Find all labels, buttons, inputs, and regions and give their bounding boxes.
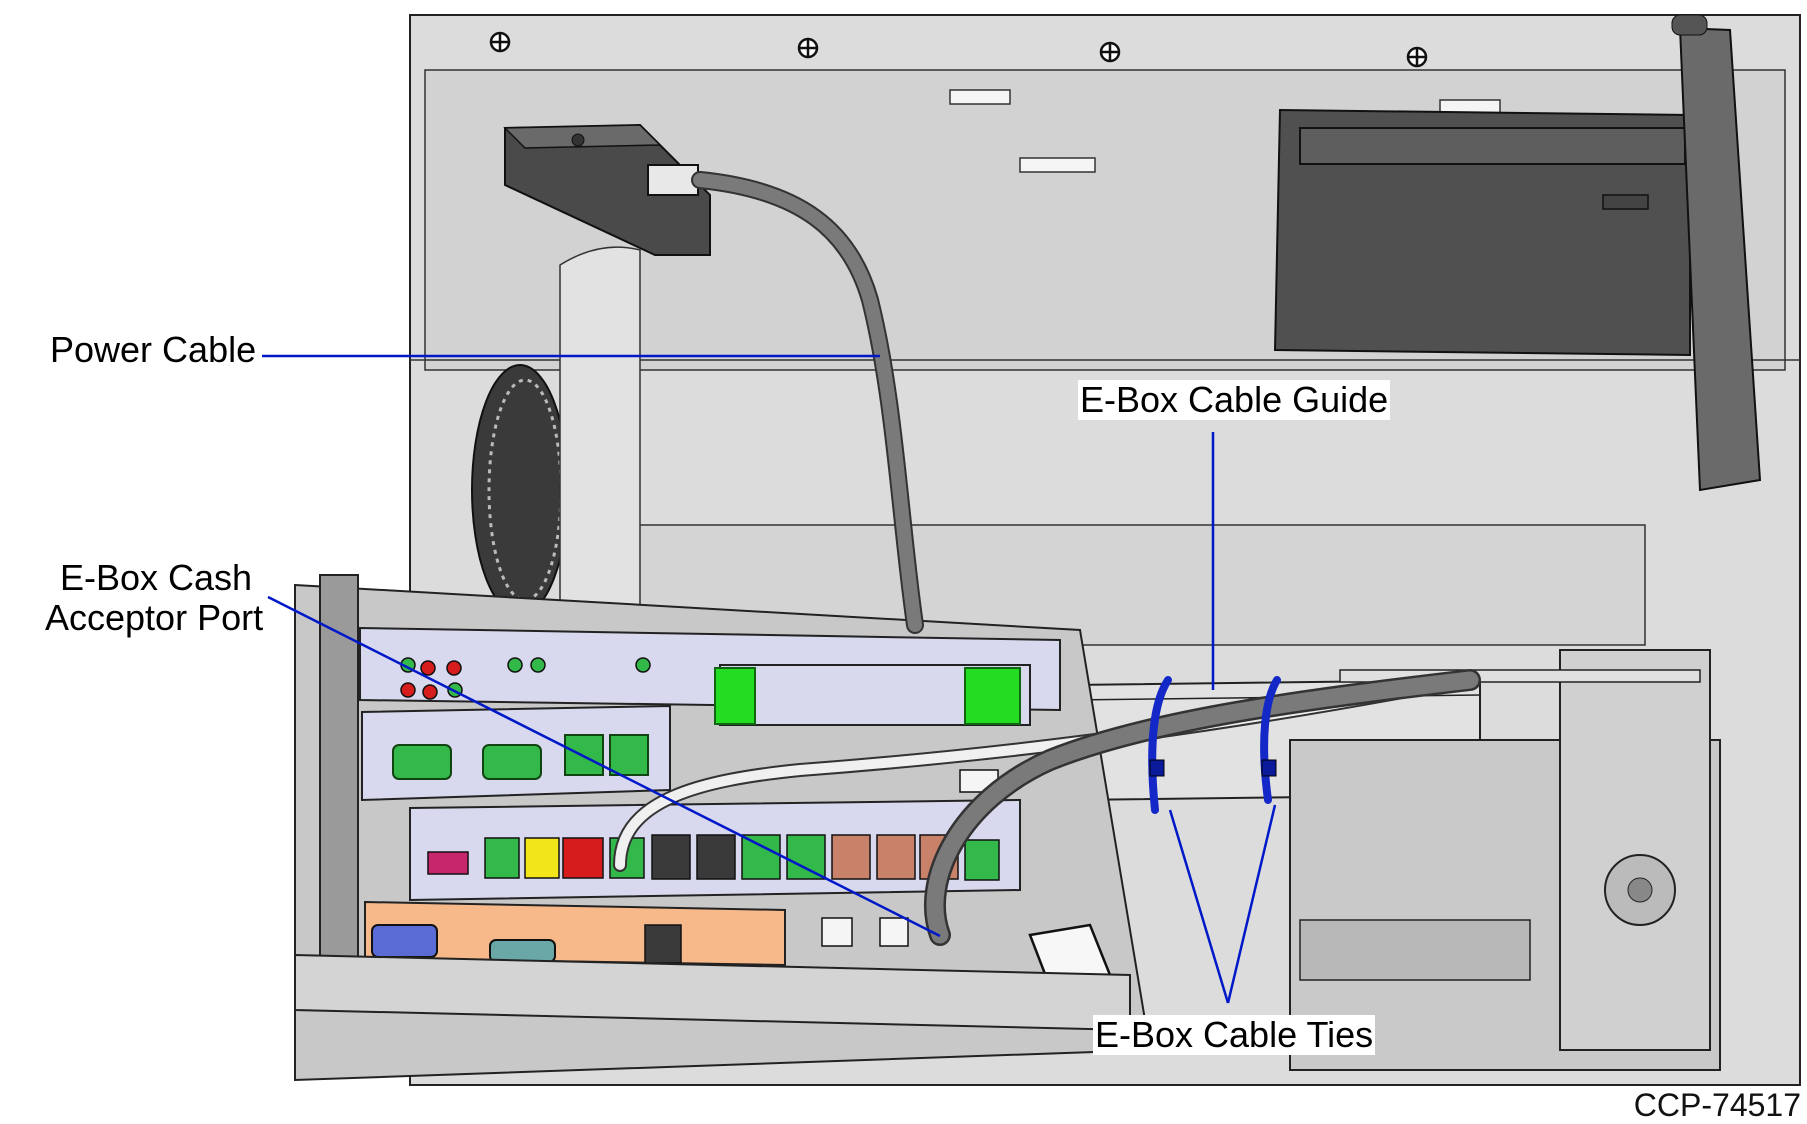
optical-drive <box>1273 108 1691 357</box>
vga-port-blue <box>371 924 438 958</box>
port-green-c <box>786 834 826 880</box>
lower-shelf <box>614 524 1646 646</box>
port-red <box>562 837 604 879</box>
status-leds <box>400 657 651 700</box>
small-connectors <box>821 769 999 947</box>
cable-guide-label: E-Box Cable Guide <box>1078 379 1391 421</box>
drive-tray <box>1299 127 1686 165</box>
cash-acceptor-label-line1: E-Box Cash <box>60 557 253 598</box>
cable-tie-head-2 <box>1261 759 1277 777</box>
power-box-screw <box>571 133 585 147</box>
port-green-b <box>741 834 781 880</box>
port-copper-2 <box>876 834 916 880</box>
cable-tie-2 <box>1260 676 1281 804</box>
port-yellow <box>524 837 560 879</box>
power-cable-label: Power Cable <box>50 329 257 371</box>
fan-housing <box>559 246 641 625</box>
leader-lines <box>262 354 1277 1004</box>
port-black-1 <box>651 834 691 880</box>
power-connector <box>647 164 699 196</box>
printer-roller <box>1299 919 1531 981</box>
cash-acceptor-label-line2: Acceptor Port <box>45 597 264 639</box>
leader-cable-tie-1 <box>1168 809 1230 1004</box>
port-black-2 <box>696 834 736 880</box>
port-green-a <box>484 837 520 879</box>
leader-cable-tie-2 <box>1226 804 1277 1004</box>
vga-port-teal <box>489 939 556 963</box>
screw-crosses <box>492 34 1425 65</box>
port-copper-1 <box>831 834 871 880</box>
cable-tie-1 <box>1148 676 1172 814</box>
arm-knob <box>1671 14 1708 36</box>
fan-grille <box>471 364 569 616</box>
power-cable-fill <box>693 173 922 632</box>
leader-cash-acceptor <box>267 595 941 938</box>
port-magenta <box>427 851 469 875</box>
green-latch-right <box>964 667 1021 725</box>
serial-port-2 <box>482 744 542 780</box>
display-arm <box>1678 26 1762 492</box>
cable-ties-label: E-Box Cable Ties <box>1093 1014 1376 1056</box>
usb-stack <box>644 924 682 964</box>
serial-port-1 <box>392 744 452 780</box>
ebox-side-bracket <box>319 574 359 976</box>
drive-button <box>1602 194 1649 210</box>
cash-acceptor-port-label: E-Box Cash Acceptor Port <box>45 557 264 639</box>
usb-port-green-1 <box>564 734 604 776</box>
cable-tie-head-1 <box>1149 759 1165 777</box>
figure-id: CCP-74517 <box>1633 1087 1801 1123</box>
green-latch-left <box>714 667 756 725</box>
printer-frame <box>1559 649 1711 1051</box>
port-green-d <box>964 839 1000 881</box>
printer-gear-hub <box>1627 877 1653 903</box>
usb-port-green-2 <box>609 734 649 776</box>
gray-cable-fill <box>926 671 1479 944</box>
vent-slots <box>949 89 1501 173</box>
